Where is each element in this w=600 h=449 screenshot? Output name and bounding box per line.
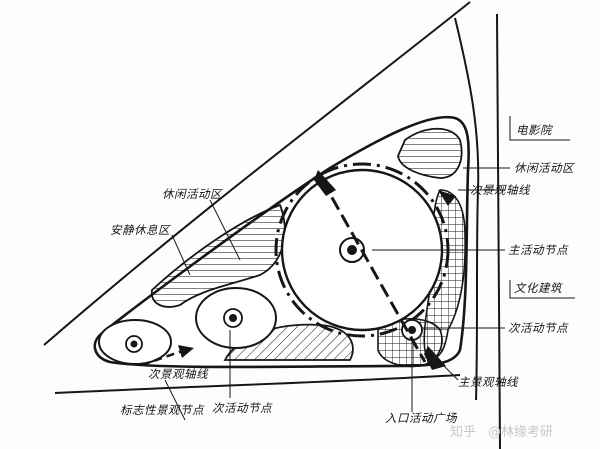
label-cinema: 电影院 [516, 123, 553, 137]
main-axis-arrow-top [314, 170, 336, 196]
secondary-axis-left-line [141, 348, 186, 367]
label-main-axis: 主景观轴线 [458, 375, 519, 389]
landmark-node-dot [130, 340, 138, 348]
label-landmark-node: 标志性景观节点 [120, 403, 205, 417]
label-quiet-rest-zone: 安静休息区 [110, 223, 171, 237]
culture-frame [509, 280, 575, 299]
label-leisure-zone-right: 休闲活动区 [514, 161, 575, 175]
label-secondary-axis-left: 次景观轴线 [148, 367, 209, 381]
label-culture-building: 文化建筑 [514, 281, 563, 295]
cinema-frame [509, 116, 570, 141]
label-secondary-axis-right: 次景观轴线 [470, 183, 531, 197]
arrow-top-right [438, 190, 456, 206]
main-axis-line [320, 179, 427, 363]
secondary-axis-left-arrow [178, 345, 194, 358]
label-leisure-zone-left: 休闲活动区 [162, 187, 223, 201]
secondary-node-dot [229, 314, 237, 322]
main-node-dot [347, 245, 357, 255]
road-edge-bottom [54, 374, 461, 394]
label-secondary-node-bottom: 次活动节点 [212, 401, 273, 415]
leader-lines [164, 167, 510, 421]
label-secondary-node-right: 次活动节点 [508, 321, 569, 335]
planting-top-right [397, 127, 463, 179]
watermark-platform: 知乎 [450, 424, 476, 440]
main-axis-arrow-bottom [424, 346, 446, 370]
entrance-node-dot [408, 326, 416, 334]
main-node-symbol [339, 237, 365, 263]
planting-left-band [151, 203, 286, 308]
label-entrance-plaza: 入口活动广场 [385, 411, 458, 425]
label-main-node: 主活动节点 [508, 243, 569, 257]
secondary-node-symbol [223, 308, 243, 328]
landmark-node-symbol [125, 335, 143, 353]
road-edge-diagonal [43, 1, 471, 346]
watermark-author: @林缘考研 [488, 425, 553, 440]
road-edge-vertical [496, 13, 501, 449]
